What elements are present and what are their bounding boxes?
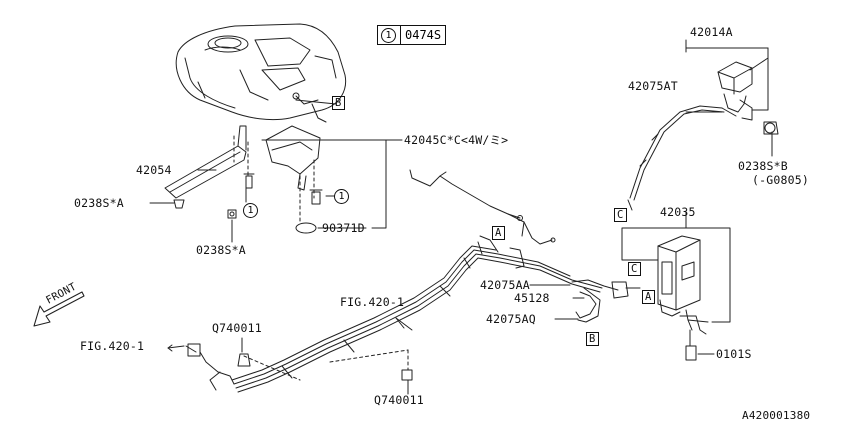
part-label-42075AA: 42075AA bbox=[480, 278, 530, 292]
part-label-0238SB: 0238S*B bbox=[738, 159, 788, 173]
ref-box-line-a: A bbox=[492, 226, 505, 240]
key-divider bbox=[400, 26, 401, 44]
canister-vent-line bbox=[627, 105, 725, 211]
ref-box-canister-c: C bbox=[628, 262, 641, 276]
figure-ref-right: FIG.420-1 bbox=[340, 295, 405, 309]
vent-valve-drawing bbox=[685, 39, 779, 157]
dashed-guides bbox=[243, 349, 409, 381]
clip-fasteners bbox=[237, 337, 413, 395]
part-label-42075AQ: 42075AQ bbox=[486, 312, 536, 326]
part-label-42054: 42054 bbox=[136, 163, 172, 177]
vent-lines-drawing bbox=[409, 169, 556, 269]
part-label-42045C: 42045C*C<4W/ミ> bbox=[404, 133, 509, 147]
part-label-45128: 45128 bbox=[514, 291, 550, 305]
part-label-Q740011-top: Q740011 bbox=[212, 321, 262, 335]
hose-joint-drawing bbox=[529, 279, 641, 323]
part-label-42014A: 42014A bbox=[690, 25, 733, 39]
key-code: 0474S bbox=[405, 28, 442, 42]
ref-box-line-c: C bbox=[614, 208, 627, 222]
part-label-0238SA-left: 0238S*A bbox=[74, 196, 124, 210]
ref-box-tank-b: B bbox=[332, 96, 345, 110]
tank-straps-drawing bbox=[164, 125, 323, 234]
part-label-0101S: 0101S bbox=[716, 347, 752, 361]
ref-box-hose-b: B bbox=[586, 332, 599, 346]
canister-drawing bbox=[621, 211, 731, 361]
circle-ref-1-protector: 1 bbox=[334, 189, 349, 204]
key-legend-box: 1 0474S bbox=[377, 25, 447, 45]
part-label-0238SB-note: (-G0805) bbox=[752, 173, 809, 187]
diagram-id: A420001380 bbox=[742, 409, 811, 422]
part-label-42075AT: 42075AT bbox=[628, 79, 678, 93]
key-symbol: 1 bbox=[381, 27, 396, 43]
front-arrow-icon bbox=[33, 291, 85, 327]
ref-box-canister-a: A bbox=[642, 290, 655, 304]
fuel-tank-drawing bbox=[175, 23, 347, 123]
part-label-0238SA-bottom: 0238S*A bbox=[196, 243, 246, 257]
leader-lines bbox=[149, 99, 403, 243]
part-label-90371D: 90371D bbox=[322, 221, 365, 235]
figure-ref-left: FIG.420-1 bbox=[80, 339, 145, 353]
fuel-lines-drawing bbox=[167, 241, 603, 393]
part-label-42035: 42035 bbox=[660, 205, 696, 219]
circle-ref-1-strap: 1 bbox=[243, 203, 258, 218]
part-label-Q740011-bottom: Q740011 bbox=[374, 393, 424, 407]
